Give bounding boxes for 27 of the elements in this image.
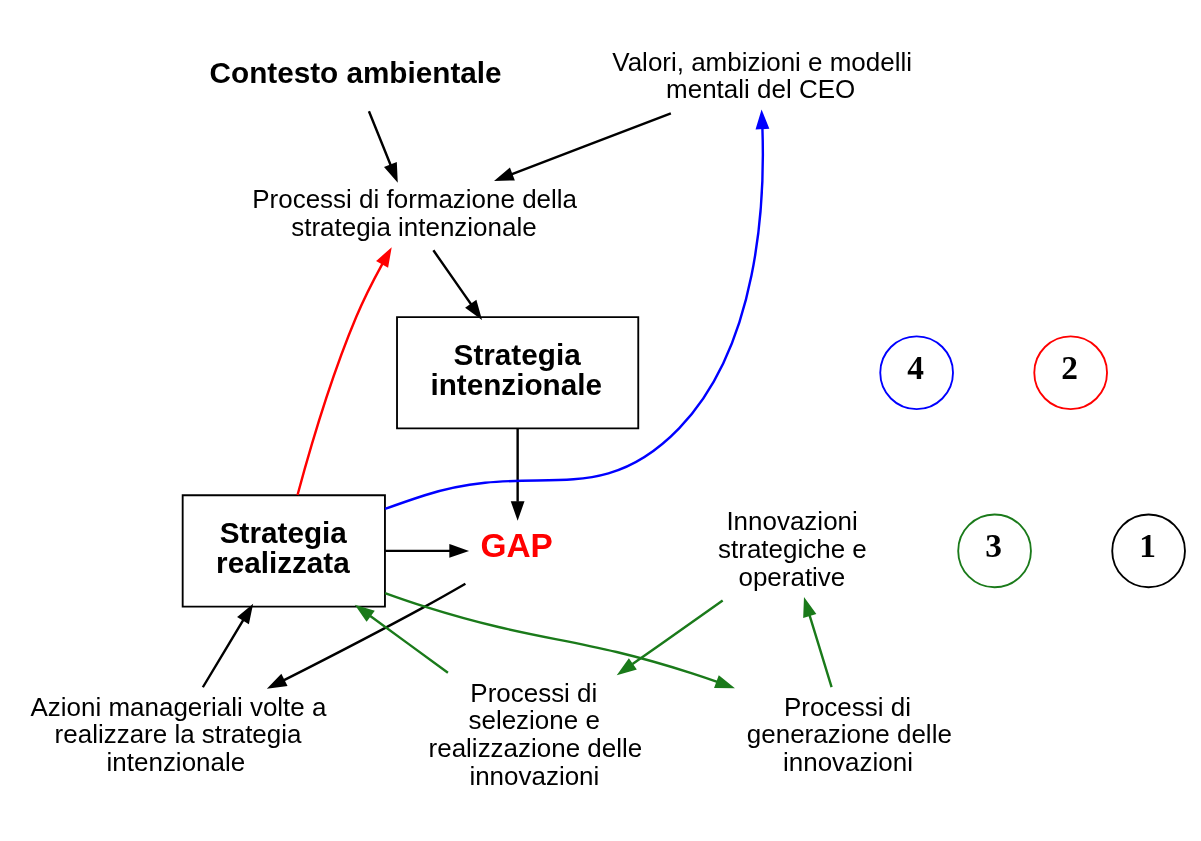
node-text: Contesto ambientale — [209, 55, 502, 89]
node-circle: 4 — [879, 334, 954, 410]
node-circle: 1 — [1111, 513, 1186, 588]
arrow — [510, 428, 525, 521]
arrow — [384, 591, 735, 688]
arrow — [616, 599, 724, 675]
node-text: Innovazioni strategiche e operative — [718, 505, 867, 592]
arrow — [354, 604, 449, 674]
node-circle: 3 — [957, 513, 1032, 588]
arrow — [432, 249, 483, 320]
node-text: Processi di formazione della strategia intenzionale — [252, 183, 578, 242]
arrow — [384, 108, 770, 510]
arrow — [367, 110, 398, 183]
arrow — [201, 603, 254, 688]
node-text: Azioni manageriali volte a realizzare la strategia intenzionale — [30, 691, 327, 777]
node-box: Strategia intenzionale — [396, 315, 640, 429]
arrow — [296, 246, 392, 495]
arrow — [494, 111, 672, 181]
node-text: Processi di selezione e realizzazione delle innovazioni — [428, 677, 643, 791]
arrow — [385, 543, 470, 558]
node-text: GAP — [480, 526, 553, 564]
node-text: Valori, ambizioni e modelli mentali del CEO — [612, 46, 913, 104]
node-circle: 2 — [1033, 334, 1108, 410]
node-text: Processi di generazione delle innovazioni — [746, 691, 952, 777]
arrow — [266, 582, 466, 689]
arrow — [803, 596, 833, 687]
node-box: Strategia realizzata — [181, 493, 386, 607]
